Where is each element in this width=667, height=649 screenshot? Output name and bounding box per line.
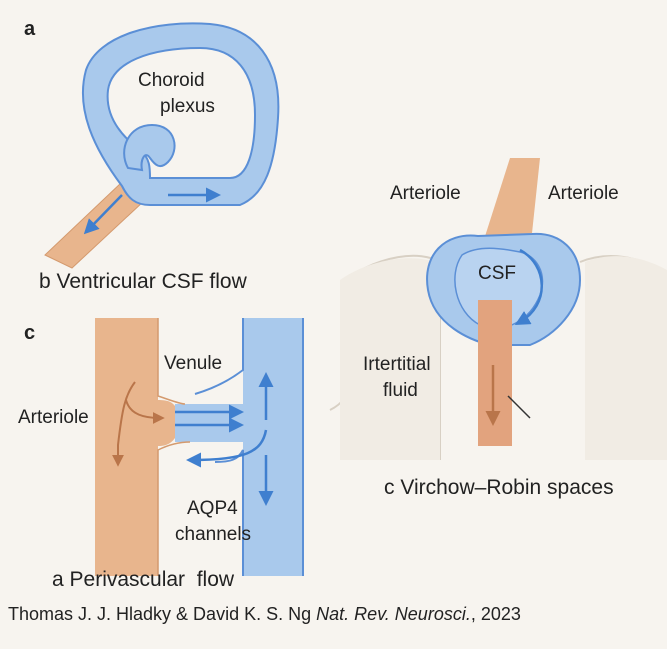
panel-letter-top: a bbox=[24, 18, 35, 41]
arteriole-lower bbox=[478, 300, 512, 446]
interstitial-label: Irtertitial bbox=[363, 354, 431, 376]
perivascular-caption: a Perivascular flow bbox=[52, 568, 234, 592]
channels-label: channels bbox=[175, 524, 251, 546]
aqp4-label: AQP4 bbox=[187, 498, 238, 520]
plexus-label: plexus bbox=[160, 96, 215, 118]
csf-label: CSF bbox=[478, 263, 516, 285]
virchow-caption: c Virchow–Robin spaces bbox=[384, 476, 614, 500]
arteriole-label-bottom: Arteriole bbox=[18, 407, 89, 429]
citation-authors: Thomas J. J. Hladky & David K. S. Ng bbox=[8, 604, 316, 624]
panel-letter-bottom: c bbox=[24, 322, 35, 345]
fluid-label: fluid bbox=[383, 380, 418, 402]
interstitial-region-right bbox=[585, 256, 667, 460]
connecting-channel bbox=[175, 404, 243, 442]
venule-vessel bbox=[243, 318, 303, 576]
citation-journal: Nat. Rev. Neurosci. bbox=[316, 604, 471, 624]
arteriole-label-left: Arteriole bbox=[390, 183, 461, 205]
ventricular-caption: b Ventricular CSF flow bbox=[39, 270, 247, 294]
ventricle-diagram bbox=[45, 23, 278, 268]
venule-label: Venule bbox=[164, 353, 222, 375]
citation-year: , 2023 bbox=[471, 604, 521, 624]
choroid-label: Choroid bbox=[138, 70, 205, 92]
citation: Thomas J. J. Hladky & David K. S. Ng Nat… bbox=[8, 604, 659, 625]
arteriole-label-right: Arteriole bbox=[548, 183, 619, 205]
